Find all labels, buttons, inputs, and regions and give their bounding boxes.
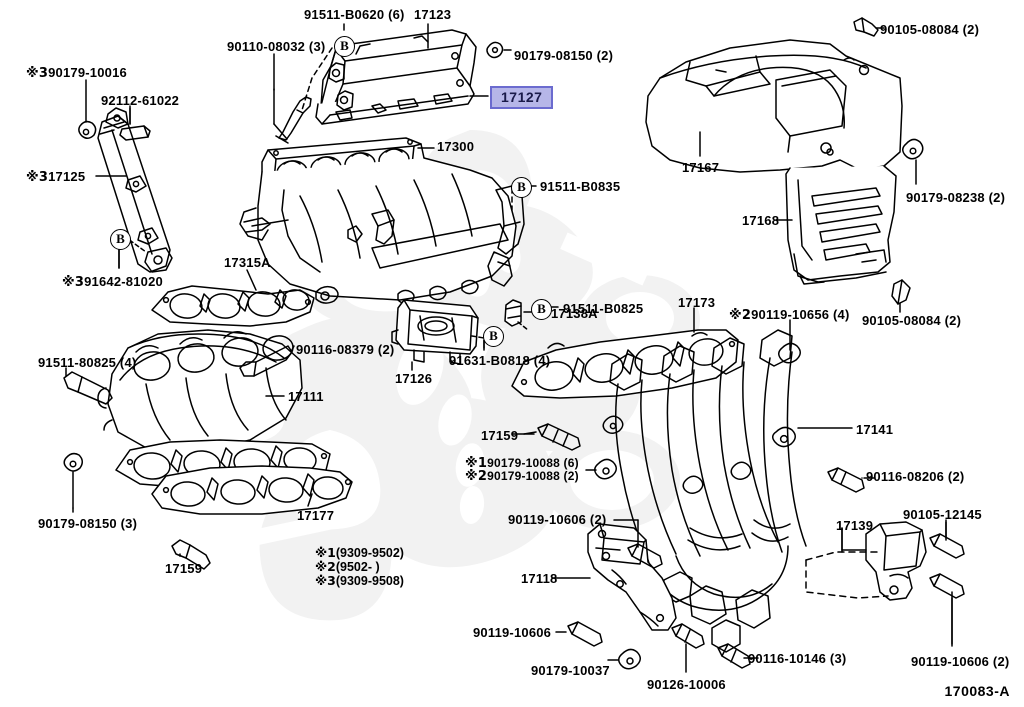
callout-17300: 17300 (437, 139, 475, 154)
bolt-marker-b3: B (511, 177, 532, 198)
callout-90179-10088-6: ※190179-10088 (6) (465, 457, 579, 470)
legend-mark-1: ※1 (315, 545, 336, 560)
mark-star-3a: ※3 (26, 66, 49, 81)
legend-row-3: ※3(9309-9508) (315, 573, 404, 589)
callout-17139: 17139 (836, 518, 874, 533)
callout-90179-10088-2: ※290179-10088 (2) (465, 470, 579, 483)
callout-90105-08084-low: 90105-08084 (2) (862, 313, 962, 328)
callout-17159-right: 17159 (481, 428, 519, 443)
legend-range-1: (9309-9502) (335, 546, 404, 560)
callout-90116-10146: 90116-10146 (3) (748, 651, 847, 666)
callout-90105-12145: 90105-12145 (903, 507, 982, 522)
mark-star-3c: ※3 (62, 275, 85, 290)
callout-17168: 17168 (742, 213, 780, 228)
legend-range-2: (9502- ) (335, 560, 380, 574)
callout-91642-81020: ※391642-81020 (62, 275, 163, 289)
callout-17167: 17167 (682, 160, 720, 175)
callout-17138A: 17138A (551, 306, 598, 321)
callout-90126-10006: 90126-10006 (647, 677, 726, 692)
callout-17111: 17111 (288, 389, 324, 404)
callout-17159-left: 17159 (165, 561, 203, 576)
bolt-marker-b5: B (483, 326, 504, 347)
callout-91511-80825: 91511-80825 (4) (38, 355, 137, 370)
callout-90179-08150-3: 90179-08150 (3) (38, 516, 138, 531)
callout-17173: 17173 (678, 295, 716, 310)
callout-90179-10088-2-text: 90179-10088 (2) (487, 469, 579, 483)
callout-17125: ※317125 (26, 170, 85, 184)
callout-91511-B0835: 91511-B0835 (540, 179, 621, 194)
callout-90105-08084-top: 90105-08084 (2) (880, 22, 980, 37)
legend-mark-2: ※2 (315, 559, 336, 574)
callout-17123: 17123 (414, 7, 452, 22)
mark-star-3b: ※3 (26, 170, 49, 185)
callout-91511-B0620: 91511-B0620 (6) (304, 7, 405, 22)
callout-17177: 17177 (297, 508, 335, 523)
callout-90179-10016-text: 90179-10016 (48, 65, 127, 80)
callout-90119-10606-2top: 90119-10606 (2) (508, 512, 607, 527)
legend-row-1: ※1(9309-9502) (315, 545, 404, 561)
callout-17141: 17141 (856, 422, 894, 437)
callout-92112-61022: 92112-61022 (101, 93, 180, 108)
mark-star-1a: ※1 (465, 456, 488, 471)
mark-star-2a: ※2 (729, 308, 752, 323)
callout-91511-B0825: 91511-B0825 (563, 301, 644, 316)
callout-91631-B0818: 91631-B0818 (4) (449, 353, 551, 368)
callout-17126: 17126 (395, 371, 433, 386)
callout-90119-10606-left: 90119-10606 (473, 625, 552, 640)
callout-90119-10656-text: 90119-10656 (4) (751, 307, 850, 322)
callout-90119-10606-2bottom: 90119-10606 (2) (911, 654, 1010, 669)
bolt-marker-b2: B (110, 229, 131, 250)
legend-mark-3: ※3 (315, 573, 336, 588)
callout-90179-10037: 90179-10037 (531, 663, 610, 678)
callout-91642-81020-text: 91642-81020 (84, 274, 163, 289)
callout-90179-08238: 90179-08238 (2) (906, 190, 1006, 205)
callout-90179-10088-6-text: 90179-10088 (6) (487, 456, 579, 470)
highlighted-part-17127[interactable]: 17127 (490, 86, 554, 109)
legend-range-3: (9309-9508) (335, 574, 404, 588)
callout-90116-08379: 90116-08379 (2) (296, 342, 395, 357)
diagram-id: 170083-A (944, 683, 1010, 699)
legend-date-ranges: ※1(9309-9502) ※2(9502- ) ※3(9309-9508) (315, 545, 404, 589)
bolt-marker-b4: B (531, 299, 552, 320)
callout-90119-10656: ※290119-10656 (4) (729, 308, 850, 322)
callout-17118: 17118 (521, 571, 558, 586)
callout-17315A: 17315A (224, 255, 271, 270)
callout-17125-text: 17125 (48, 169, 86, 184)
callout-90179-10016: ※390179-10016 (26, 66, 127, 80)
callout-90179-08150-2: 90179-08150 (2) (514, 48, 614, 63)
callout-90110-08032: 90110-08032 (3) (227, 39, 326, 54)
callout-90116-08206: 90116-08206 (2) (866, 469, 965, 484)
mark-star-2b: ※2 (465, 469, 488, 484)
legend-row-2: ※2(9502- ) (315, 559, 404, 575)
bolt-marker-b1: B (334, 36, 355, 57)
